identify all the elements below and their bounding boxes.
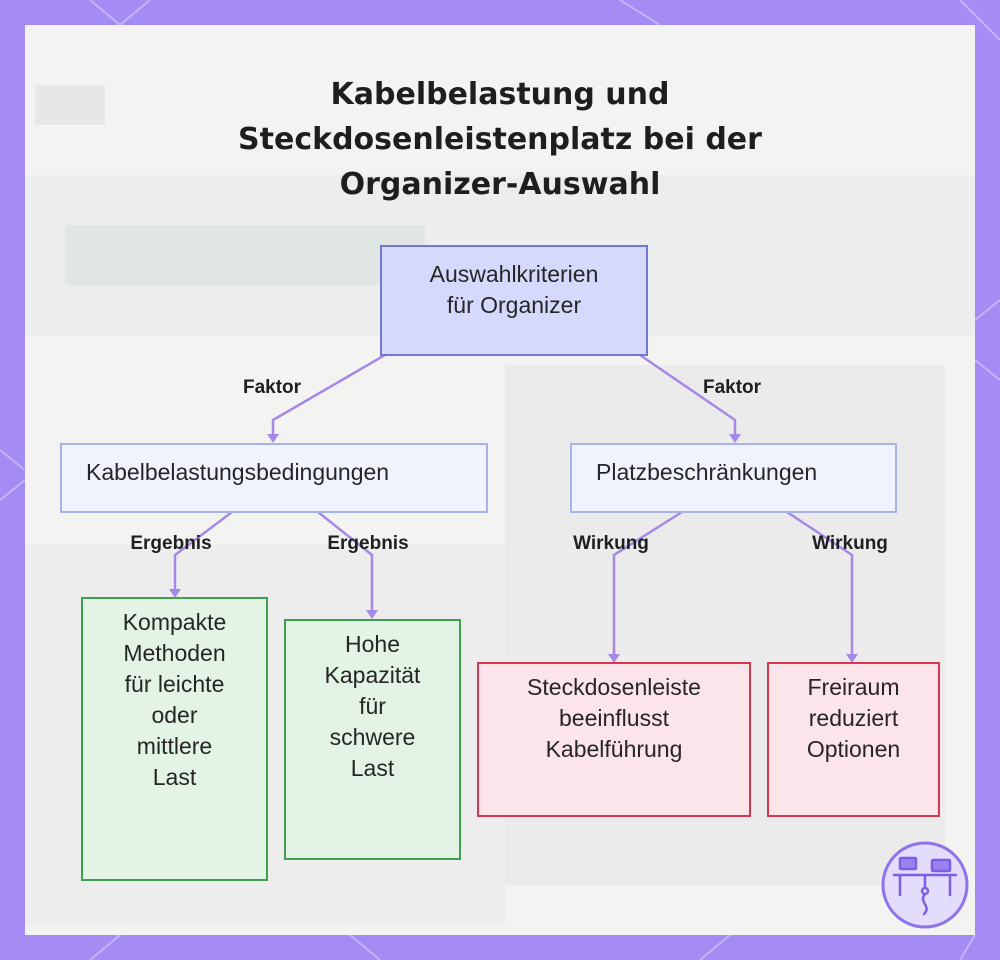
node-load-conditions: Kabelbelastungsbedingungen bbox=[60, 443, 488, 513]
title-line-2: Steckdosenleistenplatz bei der bbox=[0, 117, 1000, 162]
node-space-constraints: Platzbeschränkungen bbox=[570, 443, 897, 513]
node-power-strip-routing: Steckdosenleiste beeinflusst Kabelführun… bbox=[477, 662, 751, 817]
desk-workspace-icon bbox=[880, 840, 970, 930]
title-line-3: Organizer-Auswahl bbox=[0, 162, 1000, 207]
diagram-title: Kabelbelastung und Steckdosenleistenplat… bbox=[0, 72, 1000, 207]
edge-label-factor-right: Faktor bbox=[703, 377, 761, 399]
edge-label-effect-clearance: Wirkung bbox=[812, 533, 888, 555]
node-compact-methods: Kompakte Methoden für leichte oder mittl… bbox=[81, 597, 268, 881]
node-high-capacity: Hohe Kapazität für schwere Last bbox=[284, 619, 461, 860]
edge-label-effect-powerstrip: Wirkung bbox=[573, 533, 649, 555]
node-clearance-options: Freiraum reduziert Optionen bbox=[767, 662, 940, 817]
edge-label-result-capacity: Ergebnis bbox=[327, 533, 408, 555]
node-selection-criteria: Auswahlkriterien für Organizer bbox=[380, 245, 648, 356]
edge-label-factor-left: Faktor bbox=[243, 377, 301, 399]
edge-label-result-compact: Ergebnis bbox=[130, 533, 211, 555]
title-line-1: Kabelbelastung und bbox=[0, 72, 1000, 117]
